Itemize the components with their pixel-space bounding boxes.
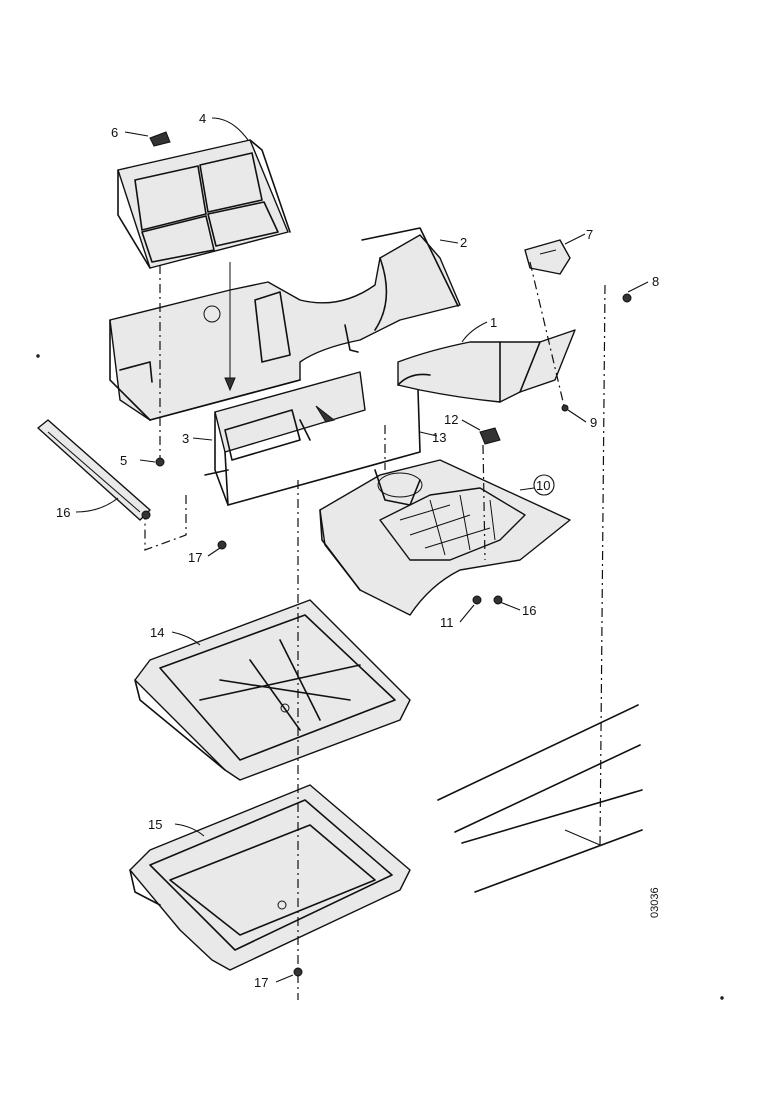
part-3-bracket-frame (204, 371, 421, 506)
scan-dot (36, 354, 40, 358)
callout-13: 13 (432, 430, 446, 445)
part-7-small-bracket (524, 239, 571, 275)
callout-3: 3 (182, 431, 189, 446)
callout-8: 8 (652, 274, 659, 289)
callout-10-circle (533, 474, 555, 496)
part-4-top-cover (117, 139, 291, 269)
callout-11: 11 (440, 615, 454, 630)
part-2-rear-housing (109, 227, 461, 421)
scan-dot (720, 996, 724, 1000)
callout-16-left: 16 (56, 505, 70, 520)
callout-6: 6 (111, 125, 118, 140)
part-14-burner-tray (134, 599, 411, 781)
part-15-drip-pan (129, 784, 411, 971)
leader-lines (75, 117, 649, 983)
callout-12: 12 (444, 412, 458, 427)
callout-10: 10 (536, 478, 550, 493)
callout-5: 5 (120, 453, 127, 468)
assembly-lines (144, 261, 606, 1000)
reference-code: 03036 (649, 887, 661, 918)
callouts: 4 6 2 7 8 1 9 3 5 12 13 10 16 17 11 16 1… (56, 111, 659, 990)
callout-17-upper: 17 (188, 550, 202, 565)
callout-17-lower: 17 (254, 975, 268, 990)
part-16-rail (37, 419, 151, 521)
callout-2: 2 (460, 235, 467, 250)
cabinet-outline (437, 704, 643, 893)
part-1-duct (397, 329, 576, 403)
callout-9: 9 (590, 415, 597, 430)
callout-15: 15 (148, 817, 162, 832)
callout-4: 4 (199, 111, 206, 126)
callout-1: 1 (490, 315, 497, 330)
fasteners (149, 131, 632, 977)
callout-14: 14 (150, 625, 164, 640)
part-10-plate-assembly (319, 459, 571, 616)
callout-7: 7 (586, 227, 593, 242)
callout-16-right: 16 (522, 603, 536, 618)
